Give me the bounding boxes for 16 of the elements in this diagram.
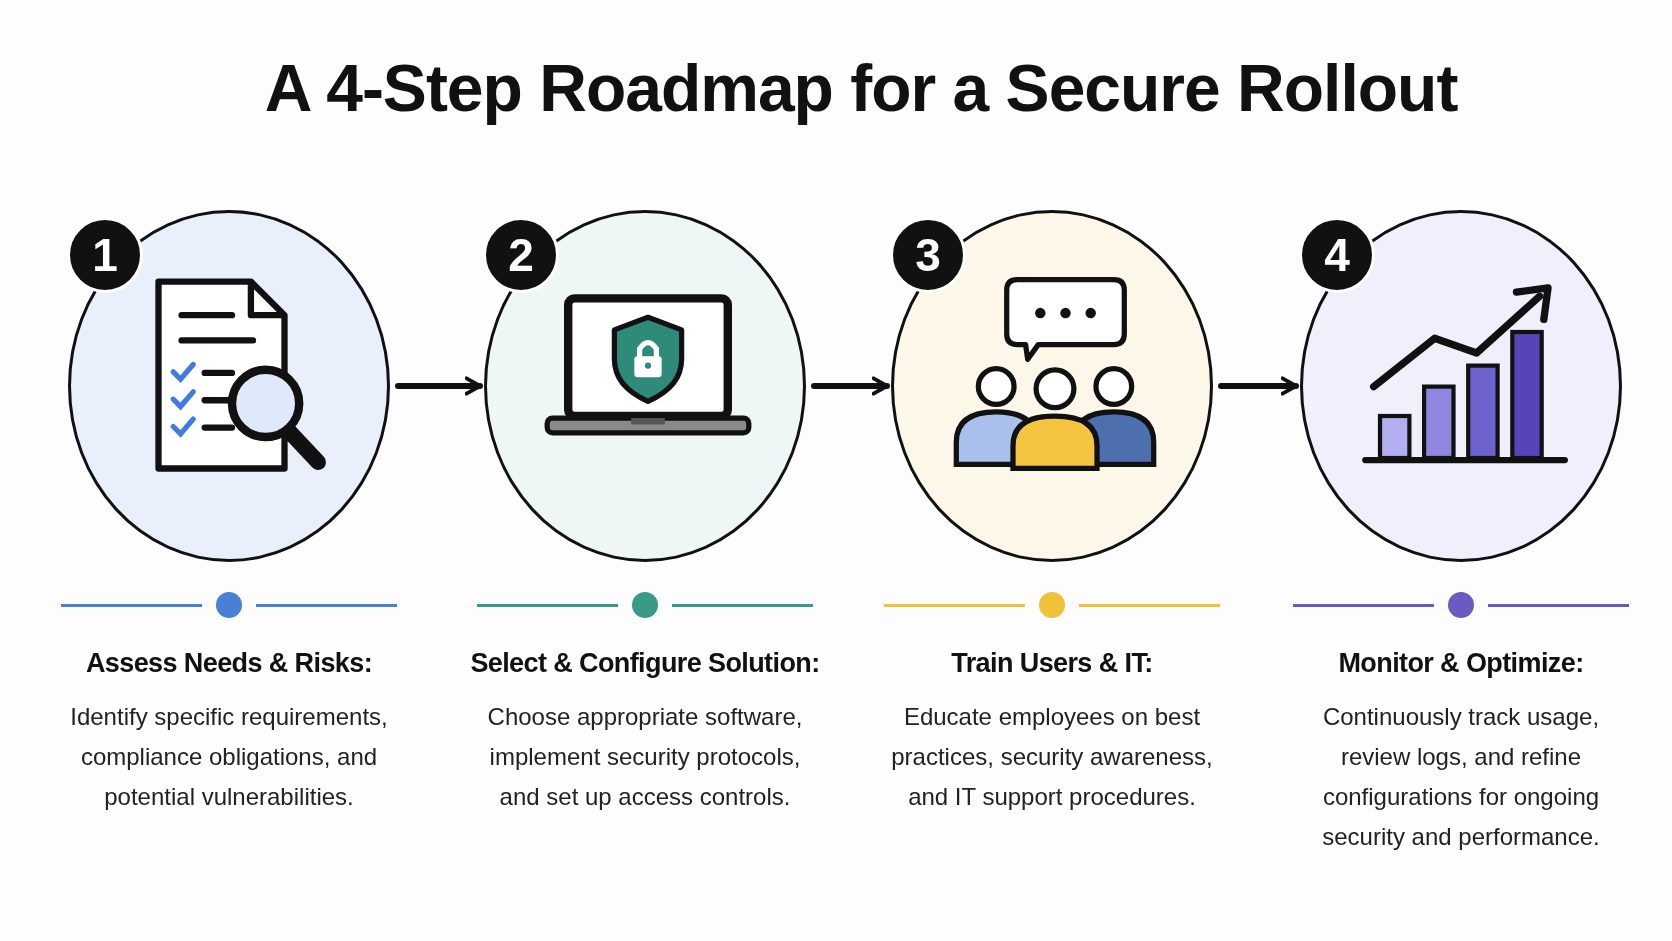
step-number-badge: 4 [1299, 217, 1375, 293]
step-description: Identify specific requirements, compliance obligations, and potential vulnerabilities. [69, 702, 389, 812]
arrow [811, 376, 890, 396]
arrow [1218, 376, 1299, 396]
step-heading: Monitor & Optimize: [1338, 648, 1584, 679]
step-number-badge: 2 [483, 217, 559, 293]
step-heading: Select & Configure Solution: [470, 648, 820, 679]
step-number-badge: 1 [67, 217, 143, 293]
step-number-badge: 3 [890, 217, 966, 293]
step-heading: Assess Needs & Risks: [85, 648, 373, 679]
step-description: Educate employees on best practices, security awareness, and IT support procedures. [890, 702, 1214, 812]
step-description: Choose appropriate software, implement security protocols, and set up access controls. [486, 702, 804, 812]
title: A 4-Step Roadmap for a Secure Rollout [263, 50, 1458, 126]
step-heading: Train Users & IT: [951, 648, 1153, 679]
arrow [395, 376, 483, 396]
step-description: Continuously track usage, review logs, and refine configurations for ongoing security and performance. [1321, 702, 1601, 852]
